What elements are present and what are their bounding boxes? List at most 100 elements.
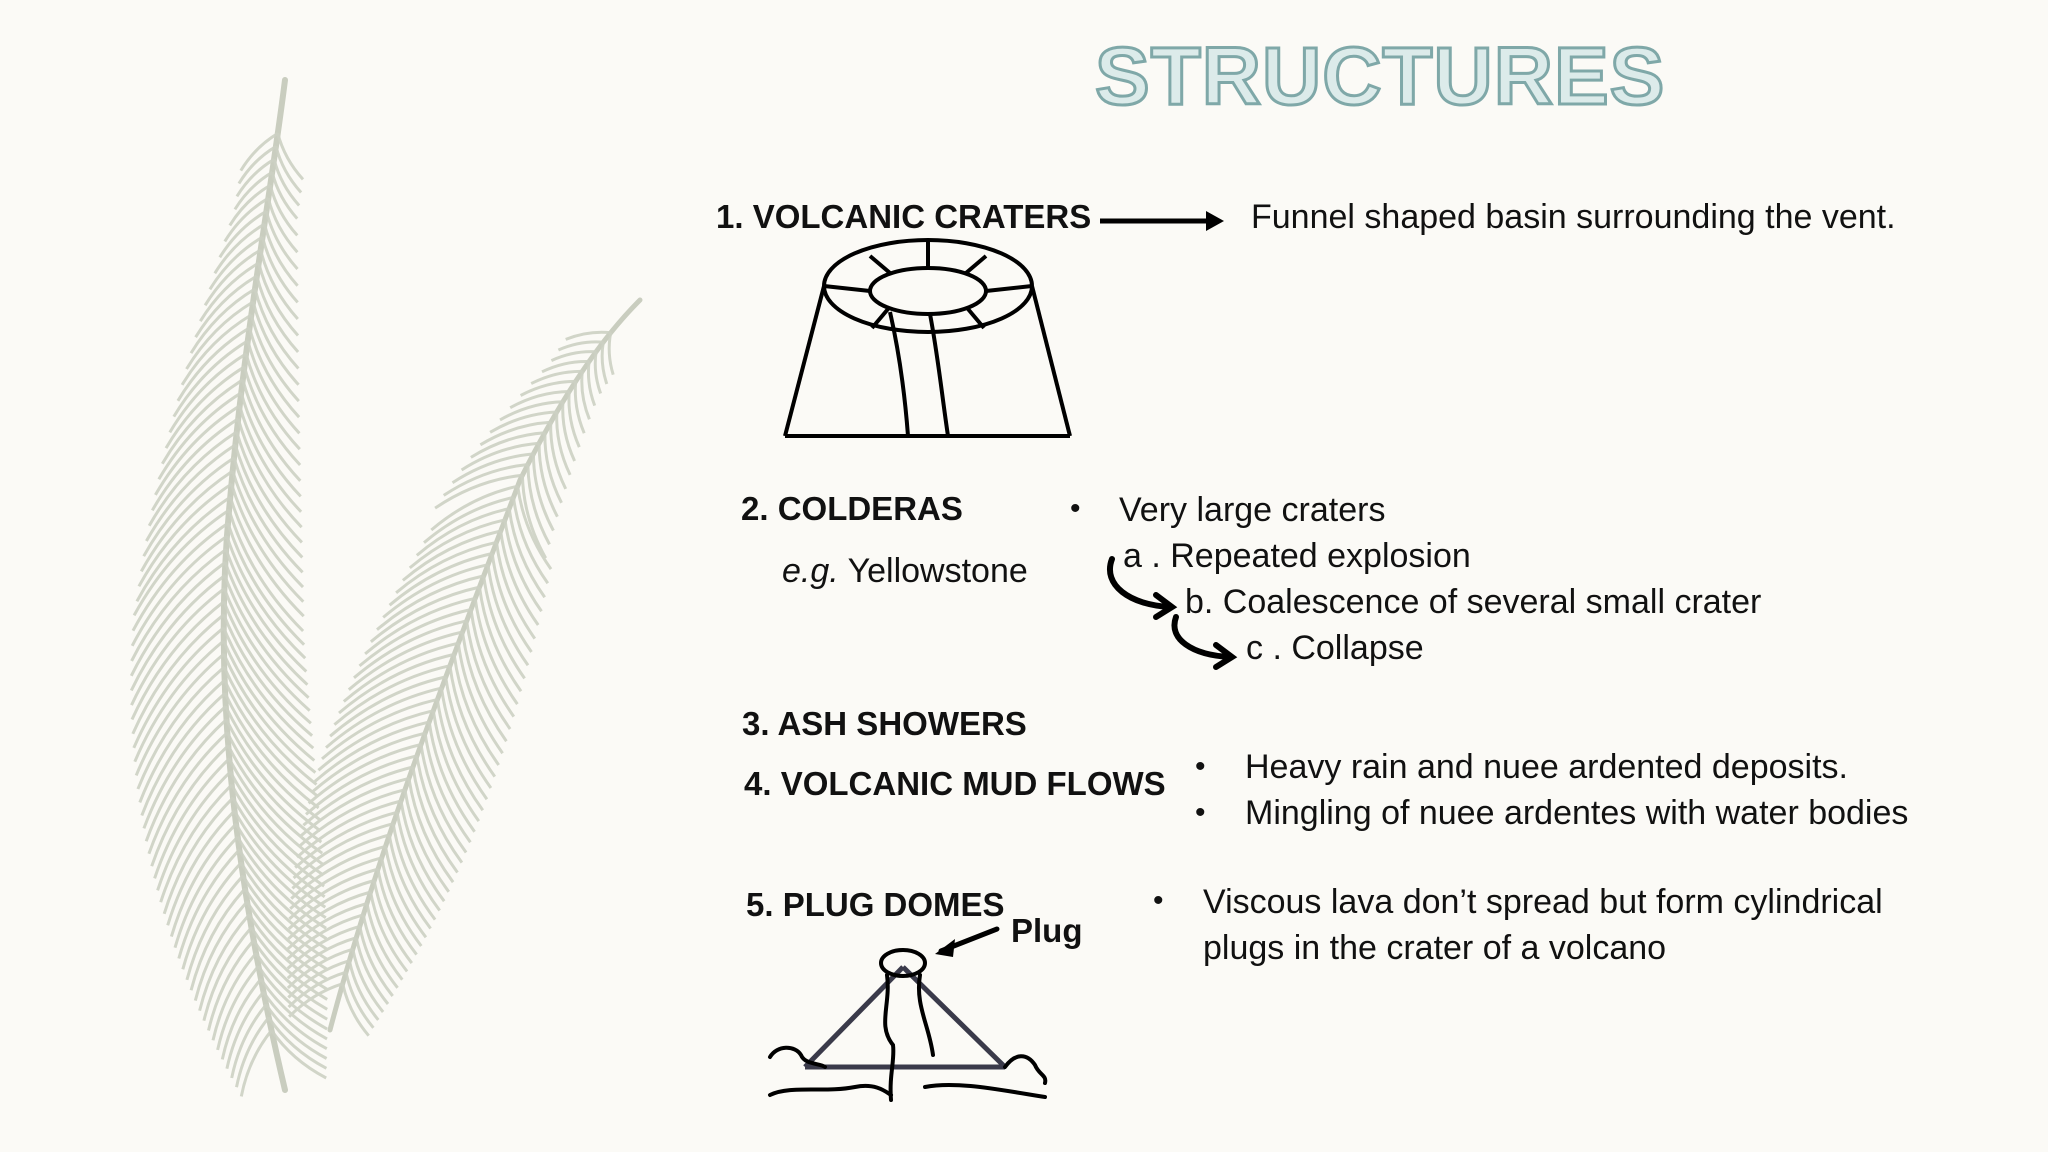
- feather-barb: [479, 420, 551, 447]
- feather-barb: [259, 249, 299, 320]
- feather-barb: [268, 184, 299, 237]
- feather-barb: [241, 379, 302, 482]
- feather-barb: [388, 552, 493, 607]
- feather-barb: [162, 796, 235, 915]
- feather-barb: [239, 392, 302, 498]
- feather-barb: [567, 391, 581, 448]
- feather-barb: [372, 880, 413, 965]
- feather-barb: [248, 327, 301, 419]
- feather-barb: [347, 630, 463, 691]
- feather-barb: [224, 548, 308, 673]
- feather-barb: [321, 697, 438, 761]
- feather-barb: [259, 978, 328, 1041]
- feather-barb: [185, 874, 245, 981]
- feather-barb: [211, 952, 258, 1041]
- feather-barb: [541, 359, 590, 374]
- feather-barb: [245, 900, 328, 981]
- feather-barb: [138, 679, 226, 803]
- feather-barb: [431, 710, 481, 822]
- feather-barb: [509, 390, 570, 410]
- feather-barb: [507, 508, 546, 599]
- feather-barb: [294, 810, 398, 869]
- feather-barb: [208, 235, 264, 291]
- feather-barb: [231, 470, 305, 589]
- feather-barb: [407, 778, 455, 884]
- feather-barb: [286, 901, 368, 950]
- feather-barb: [231, 797, 326, 899]
- feather-barb: [274, 146, 303, 194]
- feather-barb: [223, 692, 320, 810]
- feather-barb: [142, 456, 235, 557]
- feather-barb: [156, 770, 232, 891]
- feather-barb: [452, 654, 500, 766]
- feather-barb: [557, 340, 604, 352]
- feather-barb: [291, 833, 390, 890]
- feather-barb: [516, 486, 553, 570]
- feather-barb: [193, 900, 249, 1001]
- feather-barb: [317, 709, 434, 772]
- feather-barb: [225, 990, 265, 1070]
- feather-barb: [310, 731, 426, 794]
- feather-barb: [130, 534, 228, 647]
- feather-barb: [495, 542, 537, 640]
- feather-barb: [246, 340, 301, 435]
- feather-barb: [358, 608, 472, 668]
- feather-barb: [176, 326, 251, 402]
- feather-barb: [233, 171, 273, 211]
- feather-barb: [239, 132, 279, 172]
- feather-barb: [145, 443, 237, 542]
- feather-barb: [266, 197, 299, 254]
- feather-barb: [225, 535, 307, 660]
- feather-barb: [203, 248, 262, 307]
- feather-barb: [223, 196, 270, 243]
- feather-barb: [415, 755, 464, 864]
- feather-barb: [270, 1029, 327, 1080]
- caldera-step-b: b. Coalescence of several small crater: [1185, 583, 1762, 621]
- feather-barb: [499, 530, 540, 626]
- example-prefix: e.g.: [782, 552, 839, 590]
- feather-barb: [440, 687, 489, 801]
- feather-barb: [295, 799, 402, 859]
- feather-barb: [232, 457, 304, 574]
- feather-barb: [531, 453, 555, 532]
- feather-barb: [241, 875, 328, 961]
- feather-barb: [255, 275, 300, 354]
- feather-barb: [157, 391, 242, 481]
- plug-bullet-line-1: Viscous lava don’t spread but form cylin…: [1203, 883, 1883, 921]
- feather-barb: [365, 903, 404, 981]
- feather-barb: [307, 743, 422, 805]
- feather-barb: [164, 365, 246, 449]
- bullet-icon: •: [1195, 796, 1206, 829]
- feather-barb: [244, 353, 301, 451]
- feather-barb: [225, 718, 322, 833]
- crater-description: Funnel shaped basin surrounding the vent…: [1251, 198, 1896, 236]
- feather-barb: [168, 352, 247, 434]
- feather-barb: [235, 1016, 270, 1088]
- feather-barb: [131, 613, 225, 735]
- feather-barb: [369, 585, 480, 643]
- feather-barb: [207, 939, 255, 1031]
- feather-barb: [243, 887, 328, 971]
- mudflow-bullet-1: Heavy rain and nuee ardented deposits.: [1245, 748, 1848, 786]
- feather-barb: [444, 676, 493, 789]
- heading-volcanic-craters: 1. VOLCANIC CRATERS: [716, 198, 1092, 235]
- feather-barb: [473, 598, 519, 705]
- mudflow-bullet-2: Mingling of nuee ardentes with water bod…: [1245, 794, 1909, 832]
- feather-barb: [549, 422, 568, 490]
- feather-barb: [580, 371, 591, 420]
- feather-barb: [239, 862, 328, 951]
- feather-barb: [137, 482, 233, 588]
- feather-barb: [257, 965, 328, 1031]
- feather-barb: [325, 686, 442, 749]
- feather-barb: [238, 405, 303, 513]
- feather-barb: [376, 868, 418, 956]
- feather-barb: [290, 844, 386, 900]
- feather-barb: [292, 822, 394, 880]
- curved-arrow-icon: [1107, 556, 1238, 670]
- feather-barb: [411, 766, 459, 874]
- feather-barb: [313, 720, 430, 783]
- feather-barb: [380, 857, 423, 947]
- feather-barb: [223, 561, 309, 686]
- feather-barb: [408, 518, 506, 570]
- feather-barb: [267, 1016, 328, 1070]
